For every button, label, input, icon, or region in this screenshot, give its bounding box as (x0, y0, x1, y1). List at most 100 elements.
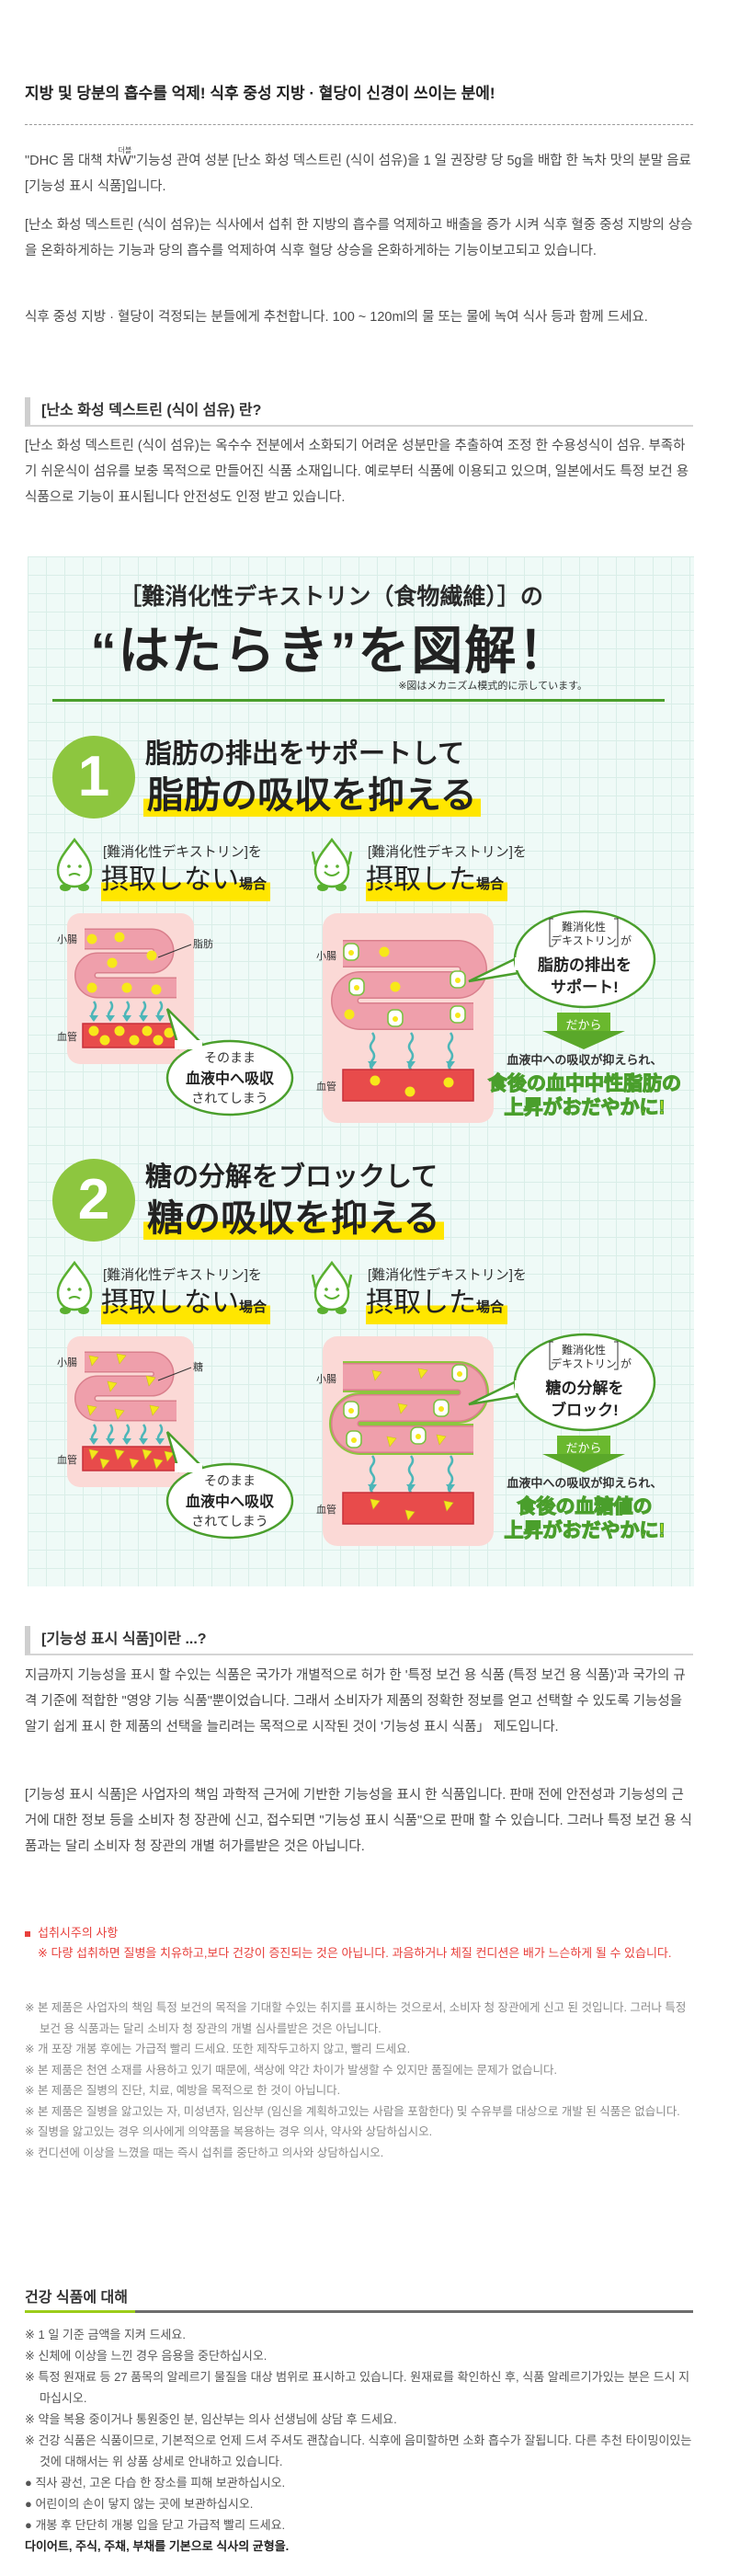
intro-text: "DHC 몸 대책 차 (25, 154, 120, 168)
green-divider (52, 699, 665, 702)
health-food-item: ※ 건강 식품은 식품이므로, 기본적으로 언제 드셔 주셔도 괜찮습니다. 식… (25, 2433, 692, 2468)
result-highlight: 上昇がおだやかに! (505, 1519, 666, 1541)
label-vessel: 血管 (316, 1080, 336, 1093)
fat-dot-icon (146, 950, 157, 961)
case-caption: [難消化性デキストリン]を (368, 844, 527, 860)
sugar-icon (404, 1509, 416, 1521)
label-intestine: 小腸 (316, 950, 336, 962)
sugar-icon (114, 1408, 125, 1420)
sugar-icon (114, 1448, 125, 1460)
sugar-icon (99, 1458, 110, 1470)
absorption-arrow-icon (106, 1424, 115, 1445)
case-title-text: 摂取しない (101, 1288, 239, 1318)
fat-dot-icon (86, 982, 97, 993)
caution-note: ※ 질병을 앓고있는 경우 의사에게 의약품을 복용하는 경우 의사, 약사와 … (25, 2125, 433, 2138)
bubble-text: 難消化性 (562, 920, 606, 933)
sugar-icon (153, 1458, 164, 1470)
square-bullet-icon (25, 1930, 30, 1937)
caution-note: ※ 본 제품은 사업자의 책임 특정 보건의 목적을 기대할 수있는 취지를 표… (25, 2001, 687, 2035)
fat-dot-icon (151, 984, 162, 995)
absorption-arrow-icon (368, 1455, 377, 1494)
happy-mascot-icon (311, 837, 353, 891)
case-suffix: 場合 (239, 876, 268, 892)
bubble-text: が (620, 933, 632, 947)
absorption-arrow-icon (139, 1424, 148, 1445)
sugar-icon (88, 1355, 99, 1367)
page-title: 지방 및 당분의 흡수를 억제! 식후 중성 지방 · 혈당이 신경이 쓰이는 … (25, 85, 495, 102)
fat-dot-icon (344, 1009, 355, 1020)
caution-note: ※ 컨디션에 이상을 느꼈을 때는 즉시 섭취를 중단하고 의사와 상담하십시오… (25, 2146, 384, 2159)
sugar-icon (417, 1368, 428, 1380)
bubble-text: デキストリン (551, 933, 617, 947)
functional-paragraph-2: [기능성 표시 식품]은 사업자의 책임 과학적 근거에 기반한 기능성을 표시… (25, 1788, 692, 1854)
diagram-with-dextrin: 小腸 血管 難消化性 デキストリン が 脂肪の排出を サポート! だから 血液中… (316, 910, 682, 1123)
dextrin-character-icon (450, 1005, 466, 1024)
sugar-icon (164, 1450, 175, 1462)
absorption-arrow-icon (155, 1424, 165, 1445)
down-arrow-icon (542, 1436, 625, 1472)
caution-notes-list: ※ 본 제품은 사업자의 책임 특정 보건의 목적을 기대할 수있는 취지를 표… (25, 1998, 693, 2163)
step-heading-line2: 脂肪の吸収を抑える (143, 774, 481, 817)
case-title-with: 摂取した場合 (366, 1287, 508, 1324)
absorption-arrow-icon (368, 1032, 377, 1070)
health-food-list: ※ 1 일 기준 금액을 지켜 드세요.※ 신체에 이상을 느낀 경우 음용을 … (25, 2324, 693, 2557)
sugar-icon (129, 1458, 140, 1470)
speech-bubble (165, 1431, 203, 1473)
result-highlight: 上昇がおだやかに! (505, 1096, 666, 1118)
dotted-divider (25, 124, 693, 125)
mascot-with (311, 1260, 353, 1320)
case-title-without: 摂取しない場合 (101, 1287, 271, 1324)
case-title-with: 摂取した場合 (366, 864, 508, 901)
absorption-arrow-icon (406, 1032, 416, 1070)
dextrin-character-icon (450, 970, 466, 989)
diagram-with-dextrin: 小腸 血管 難消化性 デキストリン が 糖の分解を ブロック! だから 血液中へ… (316, 1333, 666, 1546)
case-title-text: 摂取した (366, 1288, 476, 1318)
sugar-icon (436, 1434, 447, 1446)
health-food-item: ● 직사 광선, 고온 다습 한 장소를 피해 보관하십시오. (25, 2476, 286, 2490)
case-title-text: 摂取した (366, 864, 476, 895)
absorption-arrow-icon (406, 1455, 416, 1494)
down-arrow-icon (542, 1013, 625, 1049)
label-vessel: 血管 (316, 1503, 336, 1516)
sugar-icon (116, 1353, 127, 1365)
product-suffix: W더블 (119, 146, 132, 168)
health-food-item: ※ 특정 원재료 등 27 품목의 알레르기 물질을 대상 범위로 표시하고 있… (25, 2370, 690, 2405)
label-intestine: 小腸 (316, 1373, 336, 1385)
bubble-text: そのまま (204, 1473, 256, 1488)
sugar-icon (142, 1448, 153, 1460)
fat-dot-icon (114, 932, 125, 943)
case-caption: [難消化性デキストリン]を (103, 1267, 262, 1283)
intro-paragraph-3: 식후 중성 지방 · 혈당이 걱정되는 분들에게 추천합니다. 100 ~ 12… (25, 310, 648, 325)
label-vessel: 血管 (57, 1453, 77, 1466)
dextrin-character-icon (433, 1399, 450, 1417)
bubble-text: 糖の分解を (546, 1379, 624, 1397)
dextrin-character-icon (387, 1009, 404, 1027)
intro-paragraph-1: "DHC 몸 대책 차W더블"기능성 관여 성분 [난소 화성 덱스트린 (식이… (25, 146, 693, 200)
sad-mascot-icon (56, 837, 93, 891)
fat-dot-icon (86, 933, 97, 945)
label-intestine: 小腸 (57, 1357, 77, 1368)
fat-dot-icon (129, 1035, 140, 1046)
dextrin-character-icon (346, 1430, 362, 1448)
fat-dot-icon (142, 1025, 153, 1036)
absorption-arrow-icon (446, 1455, 455, 1494)
functional-paragraph-1: 지금까지 기능성을 표시 할 수있는 식품은 국가가 개별적으로 허가 한 '특… (25, 1668, 686, 1735)
caution-note: ※ 본 제품은 천연 소재를 사용하고 있기 때문에, 색상에 약간 차이가 발… (25, 2063, 557, 2077)
label-vessel: 血管 (57, 1030, 77, 1043)
case-suffix: 場合 (476, 876, 505, 892)
case-caption: [難消化性デキストリン]を (368, 1267, 527, 1283)
fat-dot-icon (390, 981, 401, 992)
step-heading-line1: 糖の分解をブロックして (145, 1162, 438, 1192)
result-highlight: 食後の血糖値の (518, 1495, 653, 1517)
sad-mascot-icon (56, 1260, 93, 1314)
dextrin-character-icon (451, 1364, 468, 1382)
caution-title: 섭취시주의 사항 (38, 1926, 119, 1940)
bubble-text: 血液中へ吸収 (186, 1070, 275, 1087)
bubble-text: が (620, 1357, 632, 1370)
health-food-item: ※ 신체에 이상을 느낀 경우 음용을 중단하십시오. (25, 2349, 268, 2363)
infographic-title-line1: ［難消化性デキストリン（食物繊維）］の (119, 584, 543, 610)
fat-dot-icon (88, 1025, 99, 1036)
bubble-text: されてしまう (191, 1091, 268, 1105)
absorption-arrow-icon (106, 1001, 115, 1022)
fat-dot-icon (370, 1075, 381, 1086)
